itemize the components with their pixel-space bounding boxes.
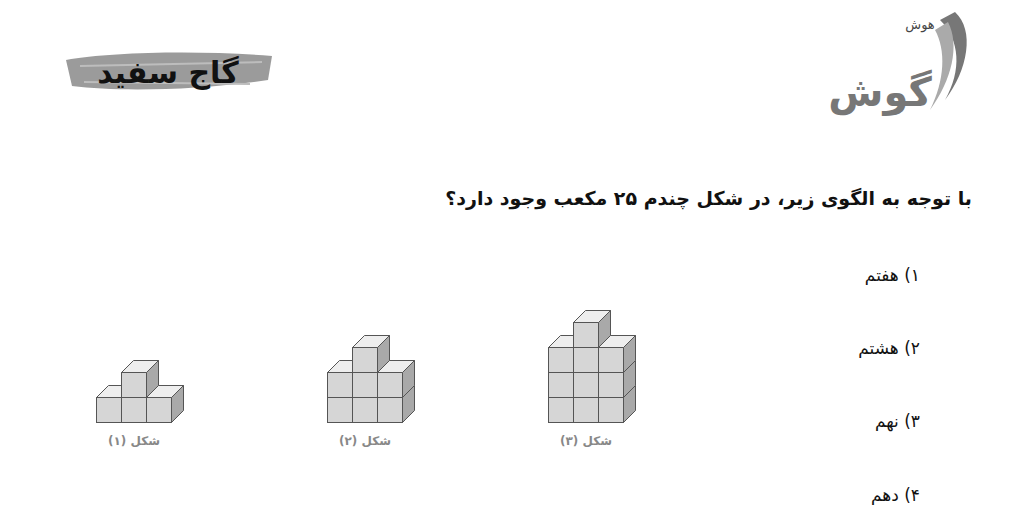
figure-label: شکل (۲) <box>339 434 391 448</box>
option-text: ۳) نهم <box>875 411 920 431</box>
option-text: ۱) هفتم <box>865 265 920 285</box>
question-text: با توجه به الگوی زیر، در شکل چندم ۲۵ مکع… <box>445 187 972 209</box>
figure-label: شکل (۱) <box>108 434 160 448</box>
cube-figure <box>97 361 184 423</box>
logo-text: گوش <box>828 69 932 115</box>
option-text: ۴) دهم <box>871 485 920 505</box>
cube-figure <box>549 311 636 423</box>
figure-label: شکل (۳) <box>560 434 612 448</box>
publisher-logo: گاج سفید <box>97 55 238 90</box>
logo-swirl <box>930 22 954 110</box>
logo-brush <box>66 53 272 90</box>
option-text: ۲) هشتم <box>858 338 920 358</box>
cube-figure <box>328 336 415 423</box>
logo-small-text: هوش <box>905 17 934 32</box>
